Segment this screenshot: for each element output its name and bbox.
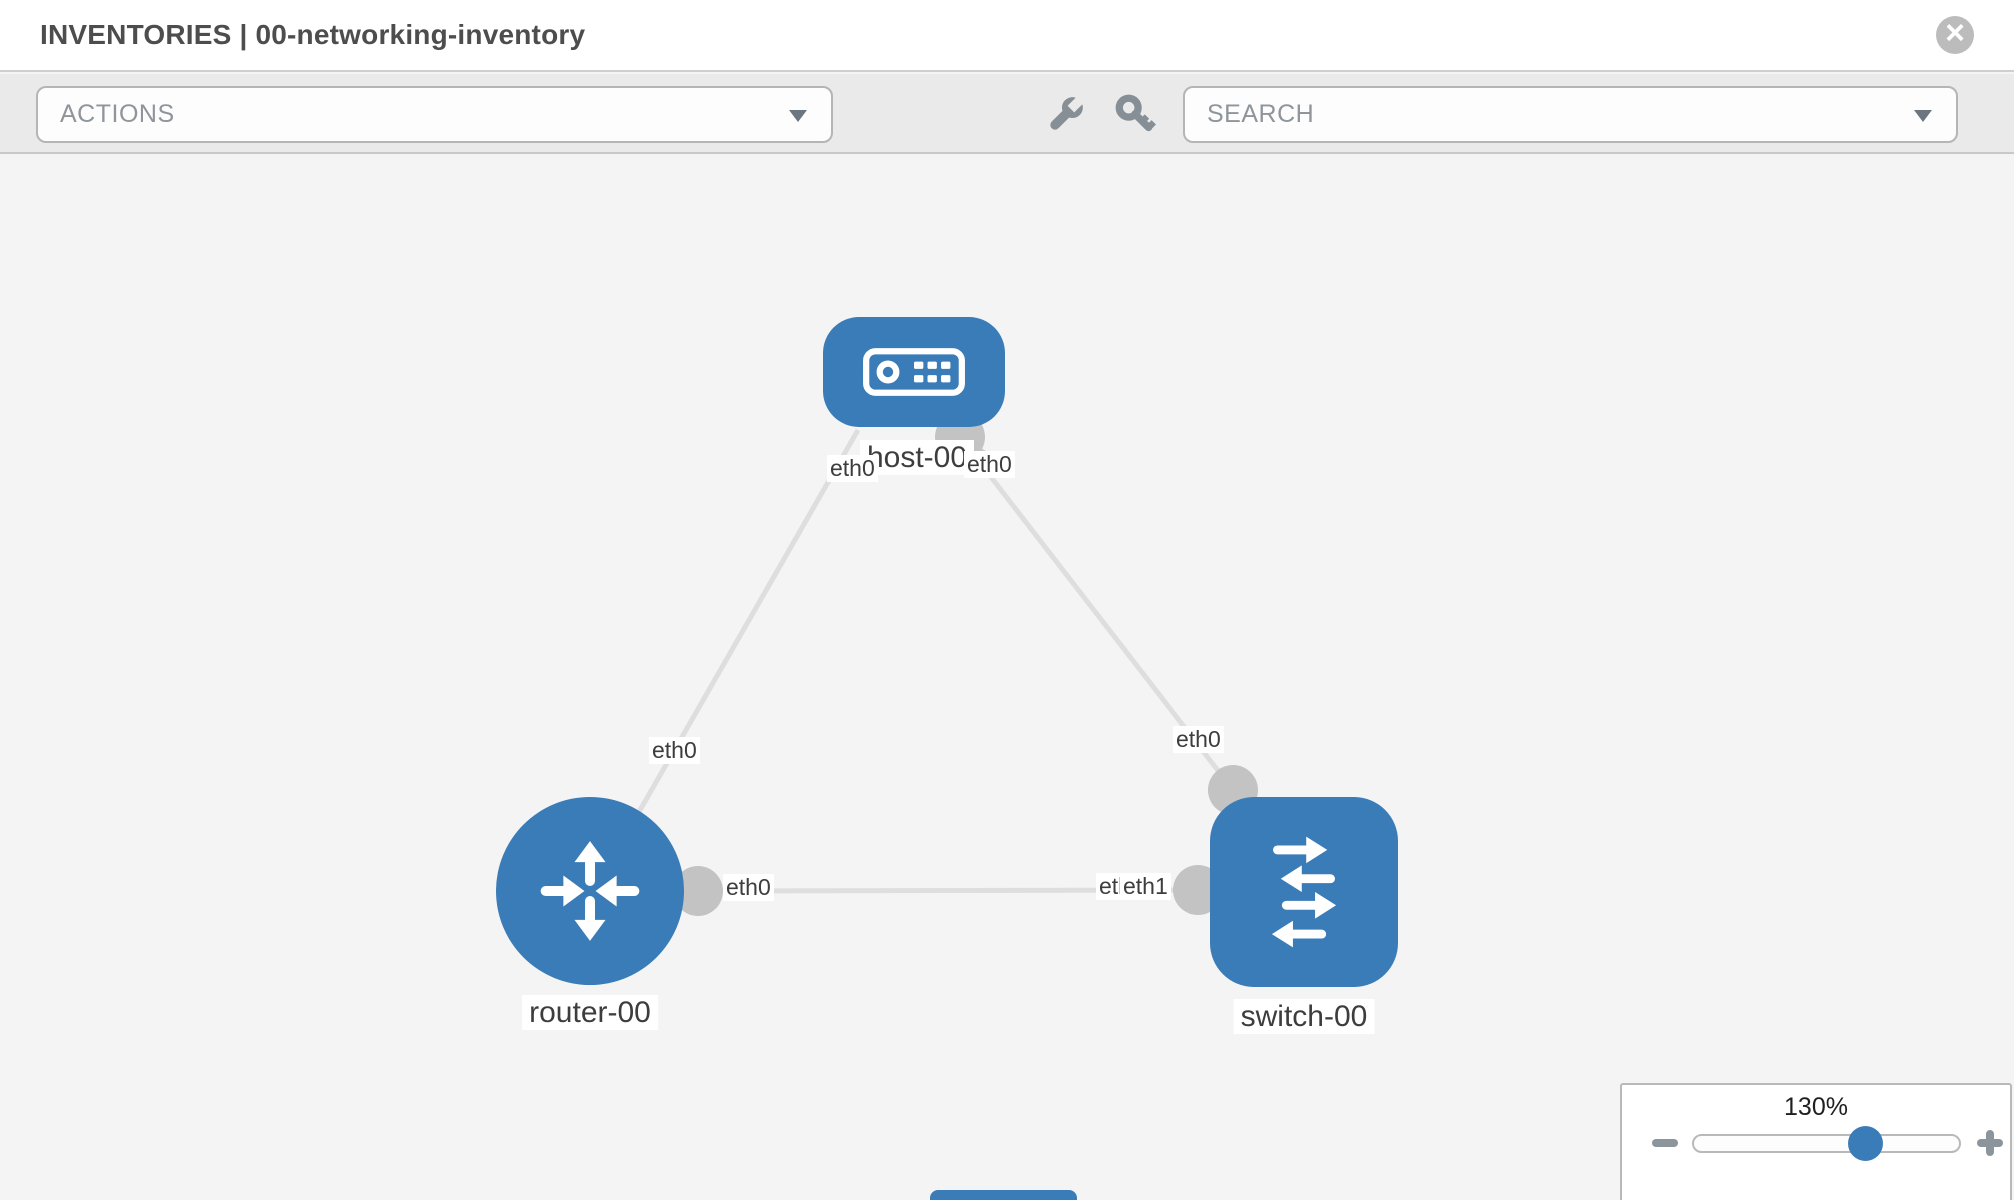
search-placeholder: SEARCH xyxy=(1207,100,1315,128)
actions-dropdown-label: ACTIONS xyxy=(60,100,175,128)
chevron-down-icon xyxy=(789,110,807,122)
chevron-down-icon xyxy=(1914,110,1932,122)
minus-icon[interactable] xyxy=(1652,1139,1678,1147)
node-host-00[interactable] xyxy=(823,317,1005,427)
actions-dropdown[interactable]: ACTIONS xyxy=(36,86,833,143)
interface-label-host-to-router: eth0 xyxy=(827,455,878,482)
configure-button[interactable] xyxy=(1040,90,1090,140)
node-label-router: router-00 xyxy=(522,995,658,1030)
page-title: INVENTORIES | 00-networking-inventory xyxy=(40,19,586,50)
node-router-00[interactable] xyxy=(496,797,684,985)
switch-arrows-icon xyxy=(1271,836,1337,948)
wrench-icon xyxy=(1050,93,1087,130)
interface-label-switch-to-host: eth0 xyxy=(1173,726,1224,753)
cutoff-node[interactable] xyxy=(930,1190,1077,1200)
search-dropdown[interactable]: SEARCH xyxy=(1183,86,1958,143)
zoom-slider-track[interactable] xyxy=(1692,1134,1961,1153)
zoom-level-value: 130% xyxy=(1784,1093,1848,1121)
interface-label-router-to-host: eth0 xyxy=(649,737,700,764)
zoom-slider-knob[interactable] xyxy=(1848,1126,1883,1161)
router-arrows-icon xyxy=(540,841,640,941)
node-label-host: host-00 xyxy=(859,440,975,475)
server-icon xyxy=(863,348,965,396)
interface-label-switch-to-router: eth1 xyxy=(1120,873,1171,900)
close-icon[interactable]: × xyxy=(1936,16,1974,54)
interface-label-host-to-switch: eth0 xyxy=(964,451,1015,478)
plus-icon-bar xyxy=(1986,1130,1994,1156)
zoom-control-panel: 130% xyxy=(1620,1083,2012,1200)
node-switch-00[interactable] xyxy=(1210,797,1398,987)
node-label-switch: switch-00 xyxy=(1233,999,1375,1034)
key-icon xyxy=(1115,94,1156,132)
interface-label-router-to-switch: eth0 xyxy=(723,874,774,901)
plus-icon[interactable] xyxy=(1977,1130,2003,1156)
toolbar: ACTIONS SEARCH xyxy=(0,74,2014,154)
credentials-button[interactable] xyxy=(1111,90,1161,140)
window-header: INVENTORIES | 00-networking-inventory × xyxy=(0,0,2014,72)
